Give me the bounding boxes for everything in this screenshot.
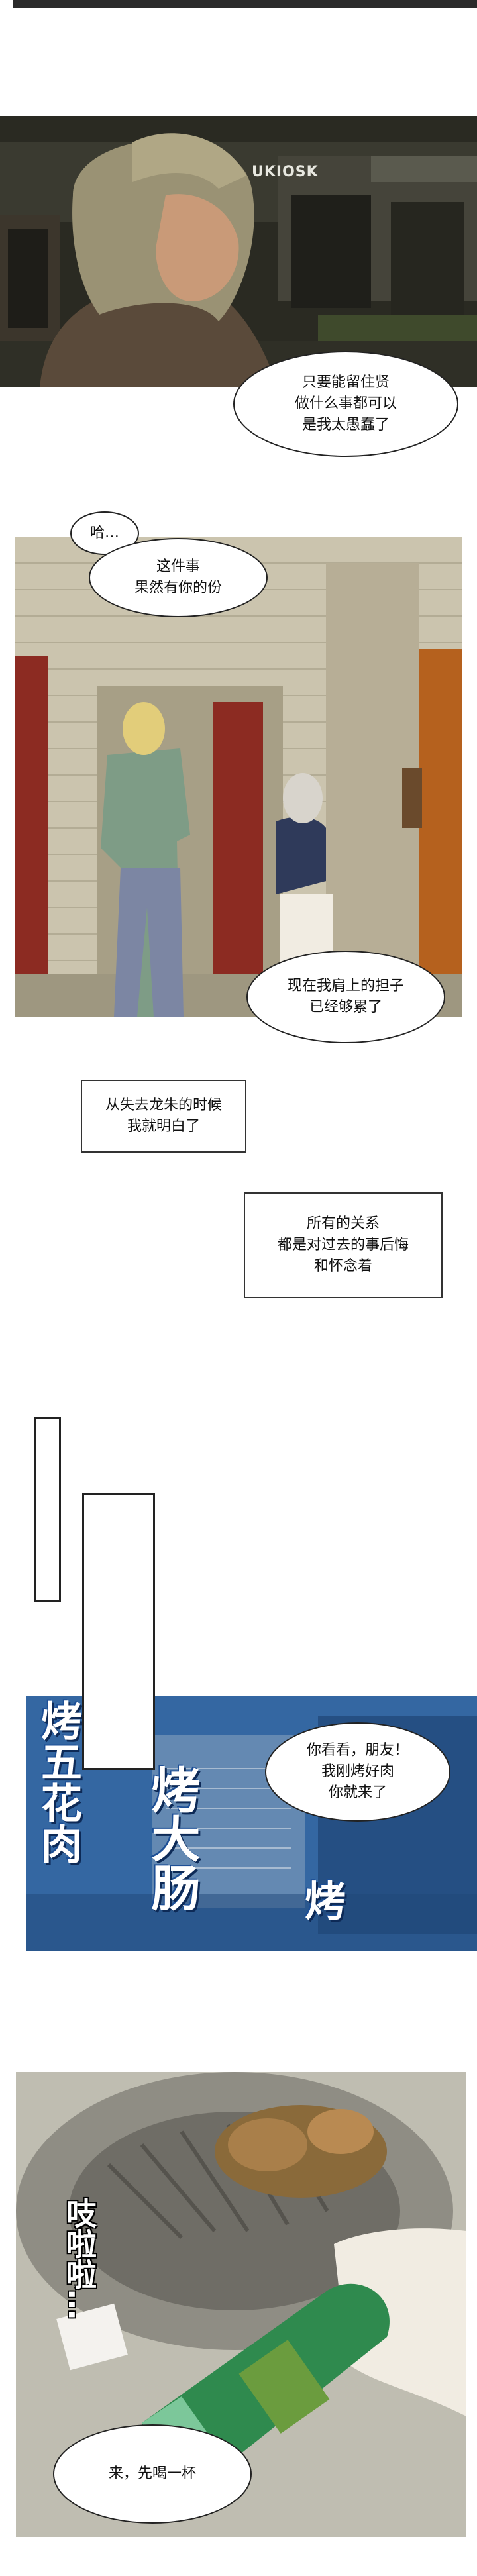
sign-text-grilled-pork-belly: 烤五花肉 bbox=[34, 1700, 82, 1864]
narration-box-2: 所有的关系 都是对过去的事后悔 和怀念着 bbox=[244, 1192, 443, 1298]
alley-scene bbox=[15, 537, 462, 1017]
panel-night-street: UKIOSK bbox=[0, 116, 477, 387]
night-street-scene bbox=[0, 116, 477, 387]
narration-box-1: 从失去龙朱的时候 我就明白了 bbox=[81, 1080, 246, 1153]
speech-bubble-burden: 现在我肩上的担子 已经够累了 bbox=[246, 951, 445, 1043]
speech-bubble-regret: 只要能留住贤 做什么事都可以 是我太愚蠢了 bbox=[233, 351, 458, 457]
speech-bubble-share: 这件事 果然有你的份 bbox=[89, 538, 268, 617]
panel-alley bbox=[15, 537, 462, 1017]
sfx-sizzle: 吱啦啦… bbox=[62, 2198, 97, 2320]
speech-bubble-drink: 来，先喝一杯 bbox=[53, 2424, 252, 2524]
top-panel-fragment bbox=[13, 0, 477, 8]
sign-text-grilled: 烤 bbox=[305, 1877, 346, 1926]
transition-bar-right bbox=[82, 1493, 155, 1770]
sign-text-grilled-intestine: 烤大肠 bbox=[143, 1765, 200, 1912]
kiosk-sign: UKIOSK bbox=[252, 164, 319, 180]
speech-bubble-friend: 你看看，朋友！ 我刚烤好肉 你就来了 bbox=[265, 1722, 450, 1822]
transition-bar-left bbox=[34, 1417, 61, 1602]
